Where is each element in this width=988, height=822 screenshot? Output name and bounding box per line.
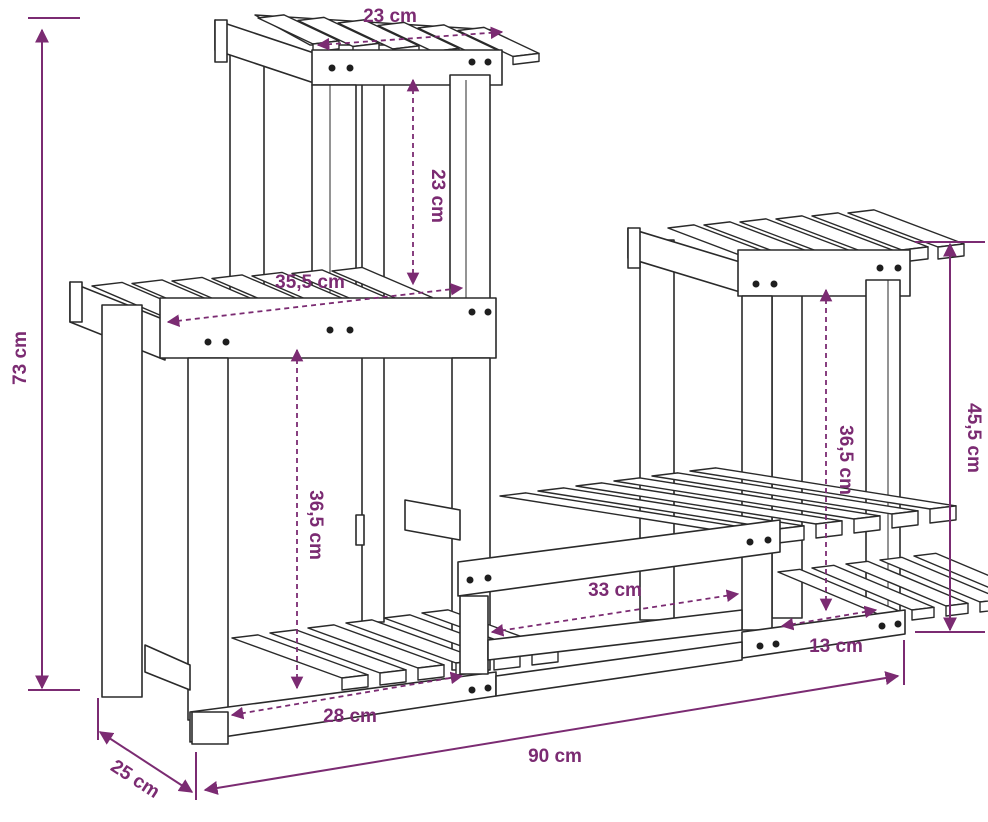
shelf-slat-edge <box>891 510 919 529</box>
label-total-width: 90 cm <box>528 746 582 767</box>
top-width-dash <box>316 26 504 51</box>
shelf-slat-edge <box>815 520 843 539</box>
front-left-foot <box>191 711 229 745</box>
shelf-slat-edge <box>341 674 369 691</box>
shelf-slat-edge <box>979 600 988 613</box>
tall-tower-front-posts <box>311 74 491 301</box>
bottom-left-width-dash <box>230 671 464 720</box>
label-top-width: 23 cm <box>363 6 417 27</box>
shelf-slat-edge <box>853 515 881 534</box>
label-total-height: 73 cm <box>10 331 31 385</box>
dimension-annotations <box>28 17 985 800</box>
label-bottom-left-width: 28 cm <box>323 706 377 727</box>
label-left-clearance: 36,5 cm <box>305 490 326 560</box>
shelf-slat-edge <box>911 606 935 621</box>
shelf-slat-edge <box>777 525 805 544</box>
label-right-clearance: 36,5 cm <box>835 425 856 495</box>
low-shelf-front-rail <box>457 519 781 597</box>
label-top-clearance: 23 cm <box>427 169 448 223</box>
shelf-slat-edge <box>379 669 407 686</box>
shelf-slat-edge <box>512 52 540 66</box>
low-shelf-width-dash <box>490 589 740 637</box>
width-dimension-line <box>203 671 900 795</box>
plant-stand-illustration <box>69 14 988 745</box>
dimension-labels: 73 cm 25 cm 90 cm 23 cm 23 cm 35,5 cm 36… <box>10 6 984 803</box>
label-low-shelf-width: 33 cm <box>588 580 642 601</box>
label-right-height: 45,5 cm <box>963 403 984 473</box>
shelf-slat-edge <box>417 664 445 681</box>
middle-width-dash <box>166 283 464 327</box>
right-bottom-width-dash <box>780 605 878 631</box>
shelf-slat-edge <box>929 505 957 524</box>
right-tower <box>627 209 965 631</box>
depth-dimension-line <box>98 731 194 793</box>
label-middle-width: 35,5 cm <box>275 272 345 293</box>
label-depth: 25 cm <box>107 756 164 803</box>
label-right-bottom-width: 13 cm <box>809 636 863 657</box>
